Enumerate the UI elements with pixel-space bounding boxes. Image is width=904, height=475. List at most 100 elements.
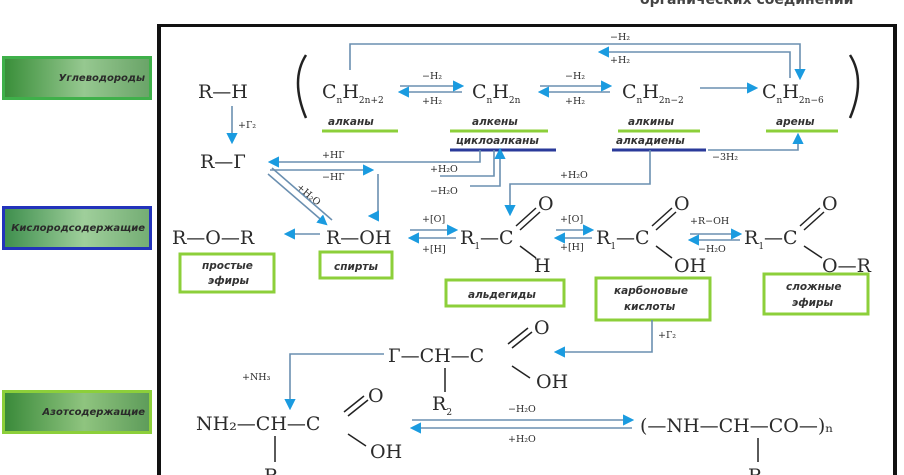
reagent-plus-o-a: +[O] xyxy=(422,214,445,225)
reagent-minus-h2-b: −H₂ xyxy=(565,71,585,82)
label-cycloalkanes: циклоалканы xyxy=(456,135,539,147)
svg-text:R1—C: R1—C xyxy=(460,227,514,252)
category-hydrocarbons: Углеводороды xyxy=(2,56,152,100)
reagent-plus-h2o-a: +H₂O xyxy=(430,164,458,175)
svg-text:OH: OH xyxy=(674,255,706,277)
reagent-plus-h-b: +[H] xyxy=(560,242,584,253)
reagent-plus-o-b: +[O] xyxy=(560,214,583,225)
reagent-minus-h2o-b: −H₂O xyxy=(698,244,726,255)
svg-text:H: H xyxy=(534,255,551,277)
label-esters-line1: сложные xyxy=(786,281,841,293)
label-esters-line2: эфиры xyxy=(792,297,834,309)
svg-text:R2: R2 xyxy=(432,393,452,418)
arrow-acid-to-haloacid xyxy=(553,320,653,358)
arrow-haloacid-to-aminoacid xyxy=(284,353,384,411)
svg-text:O: O xyxy=(534,317,550,339)
formula-aldehyde: R1—C O H xyxy=(460,193,554,277)
formula-rg: R—Г xyxy=(200,151,246,173)
svg-text:OH: OH xyxy=(536,371,568,393)
formula-alkane: CnH2n+2 xyxy=(322,81,384,106)
formula-alkyne: CnH2n−2 xyxy=(622,81,684,106)
arrow-arene-to-alkane xyxy=(597,46,791,78)
formula-polymer: (—NH—CH—CO—)ₙ R xyxy=(640,415,833,475)
arrow-to-alcohol xyxy=(367,174,379,222)
label-ethers-line2: эфиры xyxy=(208,275,250,287)
reagent-minus-3h2: −3H₂ xyxy=(712,152,738,163)
svg-text:CnH2n−6: CnH2n−6 xyxy=(762,81,824,106)
arrow-alkadiene-to-arene xyxy=(708,132,804,151)
reagent-minus-4h2: −H₂ xyxy=(610,32,630,43)
reagent-plus-4h2: +H₂ xyxy=(610,55,630,66)
reagent-plus-h2-b: +H₂ xyxy=(565,96,585,107)
svg-text:O: O xyxy=(368,385,384,407)
formula-rh: R—H xyxy=(198,81,248,103)
formula-halo-acid: Г—CH—C O OH R2 xyxy=(388,317,568,418)
formula-acid: R1—C O OH xyxy=(596,193,706,277)
svg-text:R: R xyxy=(748,465,763,475)
svg-text:O—R: O—R xyxy=(822,255,872,277)
diagram-frame xyxy=(157,24,897,475)
box-carboxylic-acids xyxy=(594,276,712,322)
category-nitrogen-containing: Азотсодержащие xyxy=(2,390,152,434)
reagent-plus-h2o-d: +H₂O xyxy=(508,434,536,445)
label-alcohols: спирты xyxy=(334,261,378,273)
formula-ester: R1—C O O—R xyxy=(744,193,872,277)
label-acids-line1: карбоновые xyxy=(614,285,688,297)
formula-alcohol: R—OH xyxy=(326,227,391,249)
box-esters xyxy=(762,272,870,316)
line-alkene-hydration xyxy=(440,150,495,177)
formula-arene: CnH2n−6 xyxy=(762,81,824,106)
formula-amino-acid: NH₂—CH—C O OH R xyxy=(196,385,402,475)
arrow-alkyne-to-aldehyde xyxy=(504,150,651,217)
arrow-alkene-to-rg xyxy=(267,150,481,168)
svg-text:CnH2n+2: CnH2n+2 xyxy=(322,81,384,106)
svg-text:O: O xyxy=(674,193,690,215)
reagent-minus-h2o-a: −H₂O xyxy=(430,186,458,197)
svg-text:O: O xyxy=(822,193,838,215)
svg-text:O: O xyxy=(538,193,554,215)
svg-text:CnH2n: CnH2n xyxy=(472,81,521,106)
page-title: органических соединений xyxy=(640,0,854,8)
reagent-plus-g2: +Г₂ xyxy=(238,120,256,131)
reagent-plus-h-a: +[H] xyxy=(422,244,446,255)
svg-text:R1—C: R1—C xyxy=(744,227,798,252)
reagent-minus-hg: −НГ xyxy=(322,172,345,183)
svg-text:R1—C: R1—C xyxy=(596,227,650,252)
label-acids-line2: кислоты xyxy=(624,301,676,313)
category-oxygen-containing: Кислородсодержащие xyxy=(2,206,152,250)
label-alkynes: алкины xyxy=(628,116,675,128)
label-alkenes: алкены xyxy=(472,116,518,128)
arrow-alkane-to-arene xyxy=(349,43,806,81)
reagent-plus-h2o-c: +H₂O xyxy=(294,182,323,208)
svg-text:(—NH—CH—CO—)ₙ: (—NH—CH—CO—)ₙ xyxy=(640,415,833,437)
svg-text:Г—CH—C: Г—CH—C xyxy=(388,345,484,367)
label-ethers-line1: простые xyxy=(202,260,253,272)
box-ethers xyxy=(178,252,276,294)
svg-text:NH₂—CH—C: NH₂—CH—C xyxy=(196,413,320,435)
reagent-plus-roh: +R−OH xyxy=(690,216,729,227)
arrow-rg-to-alcohol xyxy=(267,173,328,226)
box-alcohols xyxy=(318,250,394,280)
bracket-right xyxy=(848,54,860,119)
reagent-plus-hg: +НГ xyxy=(322,150,345,161)
svg-text:OH: OH xyxy=(370,441,402,463)
reagent-plus-g2-b: +Г₂ xyxy=(658,330,676,341)
box-aldehydes xyxy=(444,278,566,308)
reagent-minus-h2o-c: −H₂O xyxy=(508,404,536,415)
svg-text:CnH2n−2: CnH2n−2 xyxy=(622,81,684,106)
svg-text:R: R xyxy=(264,465,279,475)
bracket-left xyxy=(296,54,308,119)
formula-ether: R—O—R xyxy=(172,227,255,249)
label-alkanes: алканы xyxy=(328,116,374,128)
formula-alkene: CnH2n xyxy=(472,81,521,106)
reagent-plus-h2-a: +H₂ xyxy=(422,96,442,107)
label-aldehydes: альдегиды xyxy=(468,289,536,301)
arrow-alcohol-to-alkene xyxy=(470,147,506,187)
label-alkadienes: алкадиены xyxy=(616,135,685,147)
reagent-plus-h2o-b: +H₂O xyxy=(560,170,588,181)
reagent-plus-nh3: +NH₃ xyxy=(242,372,271,383)
reagent-minus-h2-a: −H₂ xyxy=(422,71,442,82)
label-arenes: арены xyxy=(776,116,815,128)
arrow-alcohol-to-rg xyxy=(271,167,333,221)
